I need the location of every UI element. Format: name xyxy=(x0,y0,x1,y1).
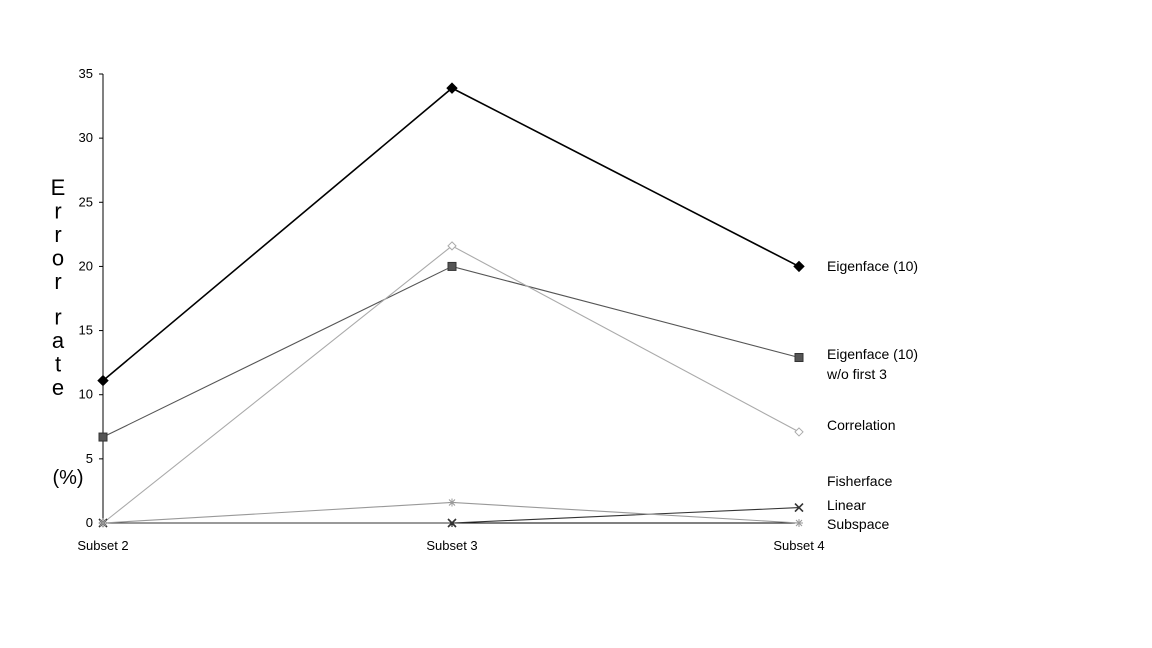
data-point xyxy=(97,374,109,387)
data-point xyxy=(795,519,803,527)
y-tick-label: 10 xyxy=(79,387,93,402)
series-label: Correlation xyxy=(827,417,895,433)
data-point xyxy=(793,260,805,273)
data-point xyxy=(446,82,458,94)
y-axis-label-unit: (%) xyxy=(52,467,83,489)
data-point xyxy=(447,518,457,528)
y-axis-label-char: E xyxy=(51,175,66,200)
series-markers xyxy=(97,82,805,528)
series-line xyxy=(103,507,800,524)
series-label: Linear xyxy=(827,497,866,513)
data-point xyxy=(98,432,108,442)
y-axis-label-char: a xyxy=(52,328,65,353)
data-point xyxy=(448,498,456,507)
y-axis-label-char: o xyxy=(52,246,64,271)
data-point xyxy=(794,427,804,437)
y-axis-label-char: r xyxy=(54,222,61,247)
data-point xyxy=(447,241,457,251)
y-tick-label: 5 xyxy=(86,451,93,466)
series-label: Eigenface (10) xyxy=(827,258,918,274)
series-lines xyxy=(102,87,800,524)
x-tick-label: Subset 2 xyxy=(77,538,128,553)
y-tick-label: 25 xyxy=(79,194,93,209)
y-tick-label: 30 xyxy=(79,130,93,145)
series-labels: Eigenface (10) Eigenface (10) w/o first 3 C… xyxy=(826,258,918,532)
y-axis-label-char: e xyxy=(52,375,64,400)
series-label: Fisherface xyxy=(827,473,893,489)
x-tick-label: Subset 3 xyxy=(426,538,477,553)
x-tick-label: Subset 4 xyxy=(773,538,824,553)
series-line xyxy=(102,87,800,382)
data-point xyxy=(99,519,107,527)
y-tick-label: 20 xyxy=(79,258,93,273)
y-axis-label-char: r xyxy=(54,199,61,224)
y-axis-label-char: r xyxy=(54,269,61,294)
series-line xyxy=(102,245,800,524)
series-label: Subspace xyxy=(827,516,889,532)
data-point xyxy=(447,261,457,271)
y-tick-label: 15 xyxy=(79,323,93,338)
y-axis-label-char: r xyxy=(54,305,61,330)
series-line xyxy=(102,265,800,438)
y-tick-label: 35 xyxy=(79,66,93,81)
data-point xyxy=(794,353,804,363)
series-label: Eigenface (10) xyxy=(827,346,918,362)
y-tick-label: 0 xyxy=(86,515,93,530)
y-axis-label-char: t xyxy=(55,352,61,377)
series-label: w/o first 3 xyxy=(826,366,887,382)
data-point xyxy=(794,503,804,513)
